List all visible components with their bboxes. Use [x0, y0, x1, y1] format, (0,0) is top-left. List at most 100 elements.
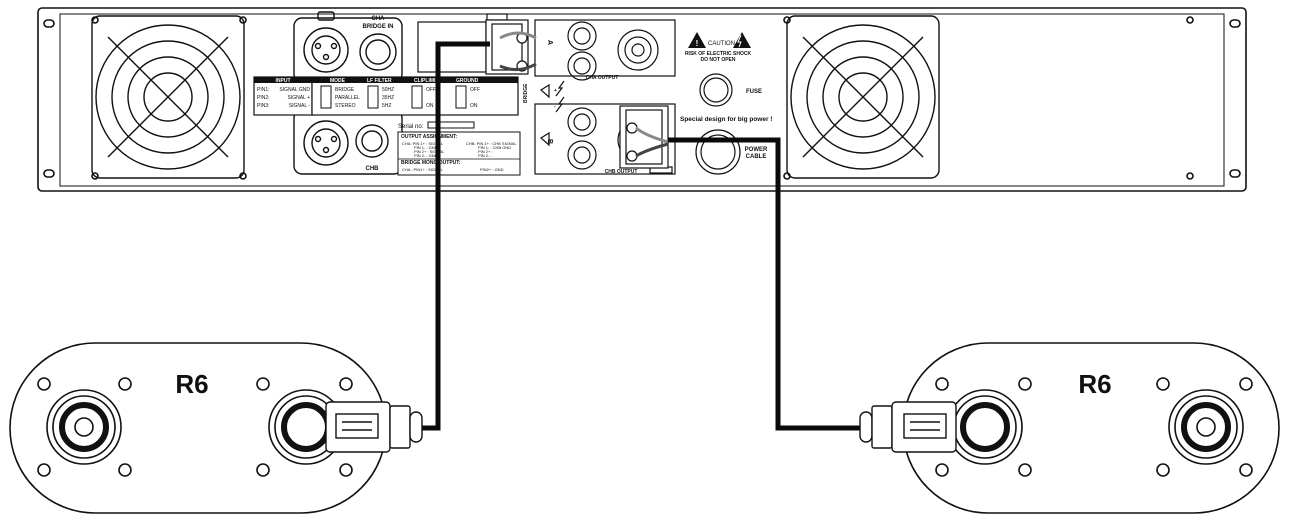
left-fan-icon	[91, 15, 245, 179]
right-fan-icon	[786, 15, 940, 179]
bridge-mono-title: BRIDGE MONO OUTPUT:	[401, 160, 461, 166]
cha-label-tab	[486, 13, 508, 21]
lightning-icon	[737, 34, 742, 48]
rack-inner-panel	[59, 13, 1225, 187]
ground-header: GROUND	[456, 78, 479, 84]
rack-hole	[1229, 19, 1241, 28]
power-label-1: POWER	[745, 147, 768, 153]
mode-item-2: PARALLEL	[335, 95, 360, 101]
exclaim-icon: !	[696, 39, 699, 48]
mode-item-3: STEREO	[335, 103, 356, 109]
chb-output-label: CHB OUTPUT	[605, 169, 638, 175]
chb-assign-4: PIN 2- :	[478, 153, 492, 158]
plus-sign: +	[554, 88, 557, 94]
bridge-cha-line: CHA : PIN1+ : SIGNAL	[402, 167, 444, 172]
chb-assign-1: CHB: PIN 1+ : CHB SIGNAL	[466, 141, 517, 146]
amplifier-rear-panel	[37, 7, 1247, 192]
clip-item-1: OFF	[426, 87, 436, 93]
lf-filter-header: LF FILTER	[367, 78, 392, 84]
mode-switch-panel: MODE LF FILTER CLIPLIMIT GROUND BRIDGE P…	[311, 76, 519, 116]
input-pin-3: PIN3:	[257, 103, 270, 109]
right-link-speakon	[1168, 389, 1244, 465]
shock-warning-1: RISK OF ELECTRIC SHOCK	[685, 51, 752, 57]
binding-post-chb-pos	[567, 107, 597, 137]
binding-post-cha-neg	[567, 51, 597, 81]
inner-wire	[499, 31, 537, 40]
clip-item-2: ON	[426, 103, 434, 109]
chb-assign-3: PIN 2+ :	[478, 149, 493, 154]
rack-hole	[43, 169, 55, 178]
input-val-3: SIGNAL -	[289, 103, 311, 109]
clip-switch	[411, 85, 423, 109]
lightning-icon	[555, 80, 565, 97]
cha-assign-4: PIN 2- : GND	[414, 153, 438, 158]
cha-xlr-input	[293, 11, 403, 83]
bridge-gnd-line: PIN2+ : GND	[480, 167, 504, 172]
chb-plug-connector	[619, 105, 669, 169]
rack-hole	[1229, 169, 1241, 178]
mode-switch	[320, 85, 332, 109]
filter-item-2: 35HZ	[382, 95, 394, 101]
cha-assign-2: PIN 1- : GND	[414, 145, 438, 150]
right-speakon-plug	[859, 401, 957, 453]
cha-plug-connector	[485, 19, 529, 75]
output-assignment-panel: OUTPUT ASSIGNMENT: CHA: PIN 1+ : SIGNAL …	[397, 131, 521, 176]
warning-triangle-icon	[733, 32, 751, 48]
screw-icon	[239, 16, 247, 24]
input-pin-1: PIN1:	[257, 87, 270, 93]
output-section	[417, 13, 741, 175]
terminal-b-label: B	[546, 139, 553, 144]
bridge-vertical-label: BRIDGE	[523, 83, 529, 103]
cha-output-recess	[417, 21, 487, 73]
screw-icon	[1186, 16, 1194, 24]
bridge-in-label: BRIDGE IN	[362, 24, 393, 30]
inner-wire	[635, 142, 669, 158]
left-speaker-label: R6	[175, 369, 208, 399]
input-val-2: SIGNAL +	[288, 95, 311, 101]
ground-item-1: OFF	[470, 87, 480, 93]
cha-assign-1: CHA: PIN 1+ : SIGNAL	[402, 141, 444, 146]
fuse-label: FUSE	[746, 89, 762, 95]
mode-header: MODE	[330, 78, 346, 84]
input-panel-title: INPUT	[276, 78, 291, 84]
chb-assign-2: PIN 1- : CHB GND	[478, 145, 511, 150]
binding-post-chb-neg	[567, 140, 597, 170]
ground-item-2: ON	[470, 103, 478, 109]
input-pin-2: PIN2:	[257, 95, 270, 101]
cha-label: CHA	[372, 16, 386, 22]
left-speakon-plug	[325, 401, 423, 453]
serial-box	[427, 121, 475, 129]
power-inlet	[695, 129, 741, 175]
minus-sign: -	[554, 104, 556, 110]
rack-hole	[43, 19, 55, 28]
speaker-icon	[539, 131, 550, 147]
binding-post-cha-pos	[567, 21, 597, 51]
chb-label: CHB	[366, 166, 380, 172]
filter-item-3: 5HZ	[382, 103, 391, 109]
right-speaker-label: R6	[1078, 369, 1111, 399]
serial-label: Serial no:	[398, 124, 424, 130]
mode-item-1: BRIDGE	[335, 87, 355, 93]
cha-output-label: CHA OUTPUT	[586, 75, 619, 81]
cha-assign-3: PIN 2+ : SIGNAL	[414, 149, 445, 154]
special-design-note: Special design for big power !	[680, 116, 772, 123]
left-speaker-cable	[420, 41, 490, 431]
shock-warning-2: DO NOT OPEN	[700, 57, 735, 63]
fuse-holder	[699, 73, 733, 107]
screw-icon	[1186, 172, 1194, 180]
right-input-speakon	[947, 389, 1023, 465]
input-panel: INPUT PIN1: SIGNAL GND PIN2: SIGNAL + PI…	[253, 76, 313, 116]
screw-icon	[91, 172, 99, 180]
right-speaker-cable	[668, 137, 860, 431]
terminal-a-label: A	[546, 40, 553, 45]
cha-speakon-jack	[617, 29, 659, 71]
input-val-1: SIGNAL GND	[279, 87, 310, 93]
rack-chassis	[37, 7, 1247, 192]
left-input-speakon	[46, 389, 122, 465]
speaker-icon	[539, 83, 550, 99]
filter-switch	[367, 85, 379, 109]
cha-output-frame	[534, 19, 676, 77]
ground-switch	[455, 85, 467, 109]
warning-symbols: !	[688, 32, 751, 48]
